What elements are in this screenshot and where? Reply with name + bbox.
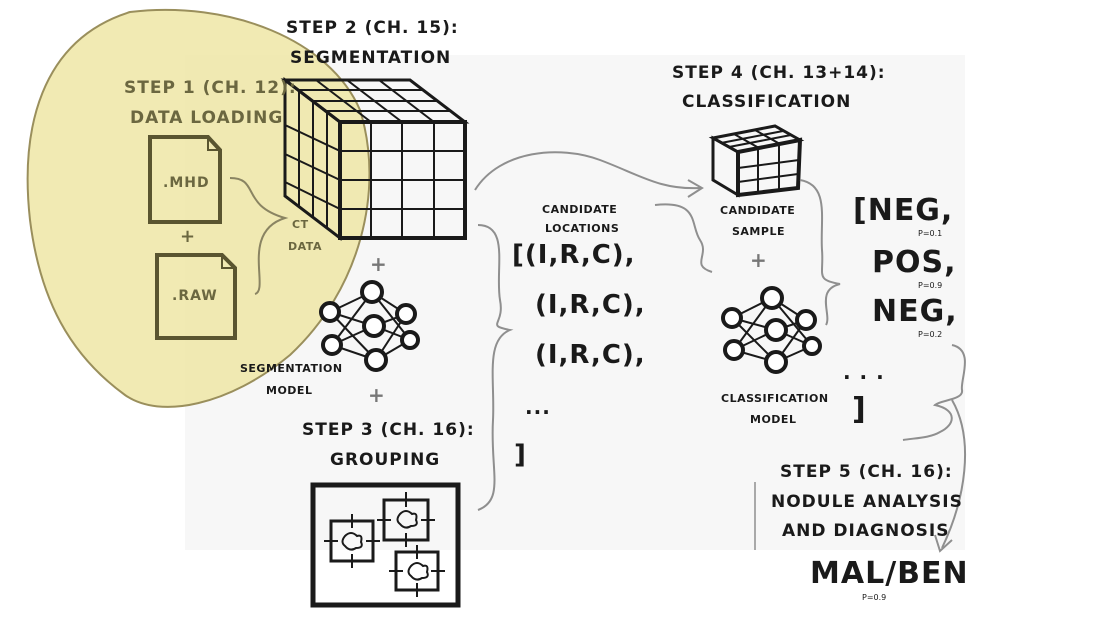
- results-brace: [799, 179, 841, 326]
- segmentation-network-icon: [319, 280, 420, 372]
- result-row-1: [NEG,: [853, 193, 954, 228]
- segmentation-model-label-1: SEGMENTATION: [240, 362, 343, 375]
- result-row-3: NEG,: [872, 294, 958, 329]
- result-row-2: POS,: [872, 245, 957, 280]
- ct-data-label: DATA: [288, 240, 322, 253]
- step5-title-2: AND DIAGNOSIS: [782, 521, 950, 541]
- candidate-row-1: [(I,R,C),: [512, 240, 636, 270]
- arrow-head-diagnosis: [934, 534, 953, 553]
- candidate-sample-cube: [708, 124, 805, 198]
- mhd-label: .MHD: [163, 175, 210, 191]
- diagnosis-result: MAL/BEN: [810, 556, 969, 591]
- mhd-file-icon: [148, 135, 222, 224]
- candidate-sample-label-2: SAMPLE: [732, 225, 785, 238]
- raw-file-icon: [155, 253, 237, 340]
- result-ellipsis: . . .: [843, 360, 885, 384]
- raw-label: .RAW: [172, 288, 218, 304]
- candidate-row-2: (I,R,C),: [535, 290, 646, 320]
- results-to-step5-brace: [902, 344, 966, 441]
- candidate-close-bracket: ]: [514, 440, 527, 470]
- arrow-head-classification: [687, 179, 704, 198]
- step2-plus-bottom: +: [368, 383, 386, 407]
- step3-heading: STEP 3 (CH. 16):: [302, 420, 475, 440]
- sample-brace: [654, 203, 713, 273]
- ct-label: CT: [292, 218, 309, 231]
- candidate-locations-label-1: CANDIDATE: [542, 203, 618, 216]
- diagnosis-prob: P=0.9: [862, 593, 887, 602]
- step4-plus: +: [750, 248, 768, 272]
- result-prob-1: P=0.1: [918, 229, 943, 238]
- arrow-to-classification: [474, 151, 701, 191]
- candidate-row-3: (I,R,C),: [535, 340, 646, 370]
- candidate-locations-label-2: LOCATIONS: [545, 222, 620, 235]
- step4-heading: STEP 4 (CH. 13+14):: [672, 63, 886, 83]
- result-prob-2: P=0.9: [918, 281, 943, 290]
- step2-heading: STEP 2 (CH. 15):: [286, 18, 459, 38]
- step2-plus-top: +: [370, 252, 388, 276]
- candidate-ellipsis: ...: [525, 395, 551, 419]
- candidates-brace: [477, 224, 514, 511]
- step1-title: DATA LOADING: [130, 108, 284, 128]
- grouping-frame-icon: [310, 482, 461, 608]
- result-close-bracket: ]: [852, 392, 867, 427]
- files-brace: [229, 177, 289, 295]
- step4-title: CLASSIFICATION: [682, 92, 852, 112]
- candidate-sample-label-1: CANDIDATE: [720, 204, 796, 217]
- step5-heading: STEP 5 (CH. 16):: [780, 462, 953, 482]
- step5-title-1: NODULE ANALYSIS: [771, 492, 963, 512]
- step1-heading: STEP 1 (CH. 12):: [124, 78, 297, 98]
- step2-title: SEGMENTATION: [290, 48, 452, 68]
- segmentation-model-label-2: MODEL: [266, 384, 313, 397]
- result-prob-3: P=0.2: [918, 330, 943, 339]
- classification-network-icon: [721, 286, 822, 374]
- step1-plus: +: [180, 226, 197, 247]
- classification-model-label-1: CLASSIFICATION: [721, 392, 829, 405]
- ct-volume-cube: [280, 76, 470, 242]
- arrow-to-diagnosis: [941, 399, 967, 549]
- classification-model-label-2: MODEL: [750, 413, 797, 426]
- step3-title: GROUPING: [330, 450, 441, 470]
